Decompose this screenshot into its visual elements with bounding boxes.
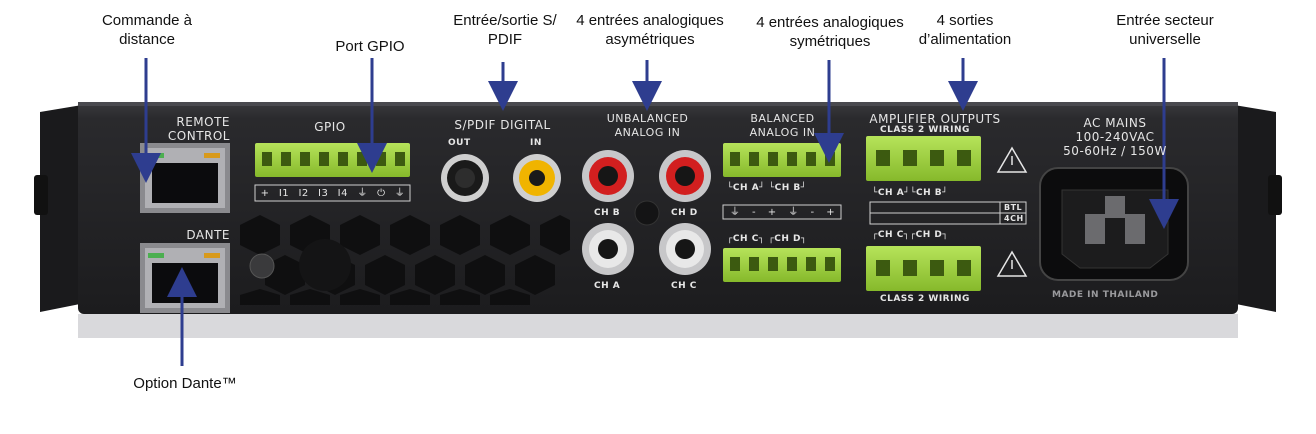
gpio-label: GPIO bbox=[314, 120, 346, 134]
callout-line: 4 sorties bbox=[936, 12, 994, 29]
class2-wiring-bottom: CLASS 2 WIRING bbox=[880, 294, 970, 304]
ac-mains-label: AC MAINS 100-240VAC 50-60Hz / 150W bbox=[1050, 116, 1180, 158]
dante-label: DANTE bbox=[186, 228, 230, 242]
btl-label: BTL bbox=[1004, 203, 1023, 212]
remote-control-label: REMOTE CONTROL bbox=[150, 115, 230, 143]
left-mount bbox=[34, 175, 48, 215]
unbalanced-label: UNBALANCED ANALOG IN bbox=[600, 112, 695, 140]
callout-dante: Option Dante™ bbox=[133, 375, 237, 392]
pin-label: ⏚ bbox=[788, 207, 799, 218]
ground-knob bbox=[299, 239, 351, 291]
label-line: 100-240VAC bbox=[1075, 130, 1155, 144]
spdif-out-label: OUT bbox=[448, 138, 471, 148]
balanced-pin-legend-box bbox=[722, 204, 842, 220]
balanced-terminal-bottom[interactable] bbox=[723, 248, 841, 282]
right-mount bbox=[1268, 175, 1282, 215]
balanced-label: BALANCED ANALOG IN bbox=[735, 112, 830, 140]
amp-outputs-label: AMPLIFIER OUTPUTS bbox=[869, 112, 1001, 126]
label-line: REMOTE bbox=[176, 115, 230, 129]
pin-label: ⏚ bbox=[729, 207, 741, 218]
amp-output-terminal-bottom[interactable] bbox=[866, 246, 981, 291]
amp-bottom-channels: ┌CH C┐┌CH D┐ bbox=[872, 230, 949, 240]
callout-line: d’alimentation bbox=[918, 31, 1012, 48]
label-line: ANALOG IN bbox=[749, 126, 816, 139]
callout-line: Entrée/sortie S/ bbox=[453, 12, 557, 29]
pin-label: + bbox=[826, 207, 836, 218]
balanced-pin-legend: ⏚ - + ⏚ - + bbox=[724, 206, 841, 220]
btl-4ch-table bbox=[869, 201, 1027, 225]
callout-mains: Entrée secteur universelle bbox=[1100, 11, 1230, 49]
callout-unbalanced: 4 entrées analogiques asymétriques bbox=[570, 11, 730, 49]
spdif-in-label: IN bbox=[530, 138, 542, 148]
ac-mains-inlet[interactable] bbox=[1039, 167, 1189, 281]
spdif-out-jack[interactable] bbox=[441, 154, 489, 202]
callout-line: Entrée secteur bbox=[1116, 12, 1214, 29]
gpio-pin-legend: + I1 I2 I3 I4 ⏚ ⏻ ⏚ bbox=[256, 187, 410, 201]
label-line: ANALOG IN bbox=[614, 126, 681, 139]
pin-label: I4 bbox=[337, 188, 348, 199]
rca-ch-a-label: CH A bbox=[594, 281, 621, 291]
4ch-label: 4CH bbox=[1004, 214, 1024, 223]
callout-line: universelle bbox=[1129, 31, 1201, 48]
callout-remote: Commande à distance bbox=[92, 11, 202, 49]
label-line: CONTROL bbox=[167, 129, 230, 143]
pin-label: - bbox=[751, 207, 757, 218]
amp-top-channels: └CH A┘└CH B┘ bbox=[872, 188, 949, 198]
screw bbox=[634, 200, 660, 226]
callout-line: distance bbox=[119, 31, 175, 48]
callout-line: symétriques bbox=[789, 33, 871, 50]
callout-line: 4 entrées analogiques bbox=[576, 12, 724, 29]
callout-balanced: 4 entrées analogiques symétriques bbox=[750, 13, 910, 51]
warning-icon bbox=[996, 146, 1028, 173]
callout-spdif: Entrée/sortie S/ PDIF bbox=[440, 11, 570, 49]
pin-label: I2 bbox=[298, 188, 309, 199]
spdif-in-jack[interactable] bbox=[513, 154, 561, 202]
chassis-bottom-shadow bbox=[78, 314, 1238, 338]
amp-output-terminal-top[interactable] bbox=[866, 136, 981, 181]
rca-ch-a[interactable] bbox=[582, 223, 634, 275]
rca-ch-d[interactable] bbox=[659, 150, 711, 202]
label-line: BALANCED bbox=[750, 112, 815, 125]
rca-ch-d-label: CH D bbox=[671, 208, 698, 218]
callout-outputs: 4 sorties d’alimentation bbox=[905, 11, 1025, 49]
pin-label: - bbox=[810, 207, 815, 218]
screw bbox=[249, 253, 275, 279]
spdif-label: S/PDIF DIGITAL bbox=[454, 118, 551, 132]
balanced-top-channels: └CH A┘ └CH B┘ bbox=[727, 183, 807, 193]
balanced-bottom-channels: ┌CH C┐ ┌CH D┐ bbox=[727, 234, 807, 244]
label-line: UNBALANCED bbox=[606, 112, 689, 125]
class2-wiring-top: CLASS 2 WIRING bbox=[880, 125, 970, 135]
label-line: 50-60Hz / 150W bbox=[1063, 144, 1167, 158]
callout-line: asymétriques bbox=[605, 31, 695, 48]
warning-icon bbox=[996, 250, 1028, 277]
pin-label: I3 bbox=[318, 188, 329, 199]
pin-label: I1 bbox=[278, 188, 290, 199]
callout-line: 4 entrées analogiques bbox=[756, 14, 904, 31]
pin-label: ⏚ bbox=[357, 188, 368, 199]
rca-ch-c[interactable] bbox=[659, 223, 711, 275]
rca-ch-c-label: CH C bbox=[671, 281, 697, 291]
rca-ch-b[interactable] bbox=[582, 150, 634, 202]
pin-label: + bbox=[767, 207, 777, 218]
pin-label: ⏻ bbox=[377, 188, 386, 199]
pin-label: + bbox=[260, 188, 270, 199]
callout-line: Commande à bbox=[101, 12, 193, 29]
pin-label: ⏚ bbox=[394, 188, 406, 199]
callout-gpio: Port GPIO bbox=[335, 38, 405, 55]
made-in-label: MADE IN THAILAND bbox=[1052, 290, 1159, 300]
rca-ch-b-label: CH B bbox=[594, 208, 621, 218]
label-line: AC MAINS bbox=[1083, 116, 1147, 130]
callout-line: PDIF bbox=[487, 31, 523, 48]
